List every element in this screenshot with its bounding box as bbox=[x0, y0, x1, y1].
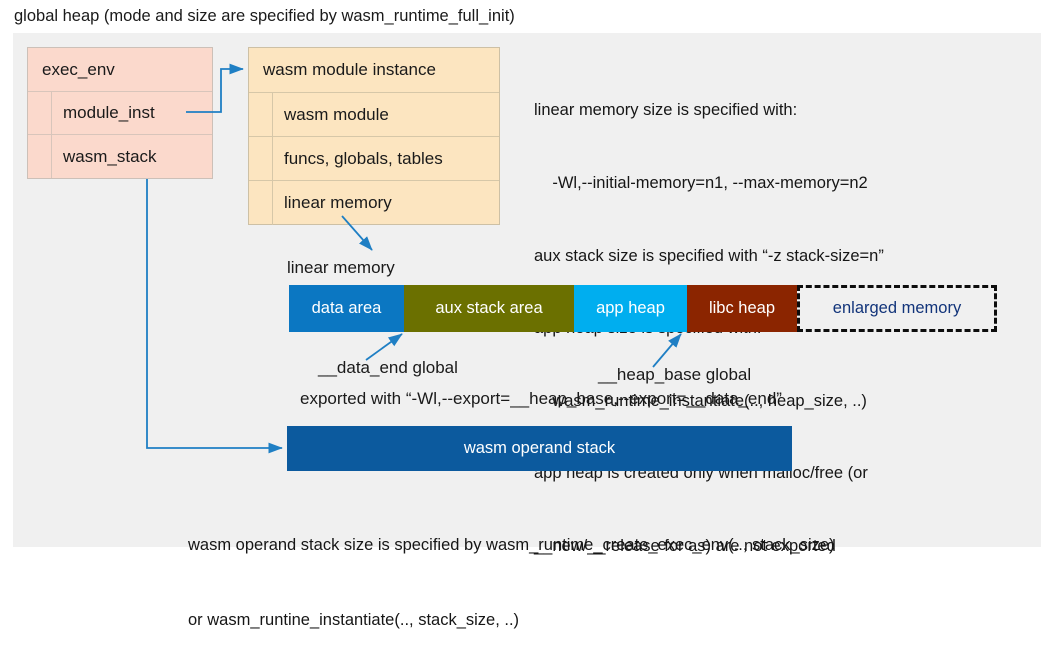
memory-note-line: wasm_runtime_instantiate(.., heap_size, … bbox=[534, 391, 867, 410]
module-instance-field-funcs-globals-tables: funcs, globals, tables bbox=[249, 137, 499, 181]
wasm-operand-stack-bar: wasm operand stack bbox=[287, 426, 792, 471]
memory-segment-enlarged-memory: enlarged memory bbox=[797, 285, 997, 332]
memory-segment-libc-heap: libc heap bbox=[687, 285, 797, 332]
memory-notes-block: linear memory size is specified with: -W… bbox=[534, 50, 884, 582]
memory-note-line: linear memory size is specified with: bbox=[534, 101, 798, 120]
indent-rail bbox=[249, 93, 273, 136]
linear-memory-caption: linear memory bbox=[287, 258, 395, 277]
memory-note-line: -Wl,--initial-memory=n1, --max-memory=n2 bbox=[534, 174, 868, 193]
indent-rail bbox=[28, 135, 52, 178]
linear-memory-bar: data area aux stack area app heap libc h… bbox=[289, 285, 997, 332]
exec-env-header: exec_env bbox=[28, 48, 212, 92]
memory-segment-app-heap: app heap bbox=[574, 285, 687, 332]
annotation-exported-with: exported with “-Wl,--export=__heap_base,… bbox=[300, 389, 782, 408]
exec-env-field-module-inst-label: module_inst bbox=[63, 103, 155, 122]
indent-rail bbox=[28, 92, 52, 134]
page-title: global heap (mode and size are specified… bbox=[14, 7, 515, 25]
memory-note-line: aux stack size is specified with “-z sta… bbox=[534, 246, 884, 265]
operand-stack-notes-block: wasm operand stack size is specified by … bbox=[188, 483, 835, 658]
module-instance-field-wasm-module-label: wasm module bbox=[284, 104, 389, 124]
module-instance-header: wasm module instance bbox=[249, 48, 499, 93]
memory-segment-aux-stack-area: aux stack area bbox=[404, 285, 574, 332]
module-instance-field-wasm-module: wasm module bbox=[249, 93, 499, 137]
exec-env-field-wasm-stack: wasm_stack bbox=[28, 135, 212, 178]
module-instance-field-linear-memory-label: linear memory bbox=[284, 193, 392, 212]
operand-stack-note-line: or wasm_runtine_instantiate(.., stack_si… bbox=[188, 611, 520, 629]
module-instance-field-funcs-globals-tables-label: funcs, globals, tables bbox=[284, 148, 443, 168]
annotation-heap-base: __heap_base global bbox=[598, 365, 752, 384]
operand-stack-note-line: wasm operand stack size is specified by … bbox=[188, 536, 835, 554]
indent-rail bbox=[249, 137, 273, 180]
module-instance-field-linear-memory: linear memory bbox=[249, 181, 499, 225]
memory-segment-data-area: data area bbox=[289, 285, 404, 332]
annotation-data-end: __data_end global bbox=[318, 358, 458, 377]
exec-env-field-module-inst: module_inst bbox=[28, 92, 212, 135]
exec-env-box: exec_env module_inst wasm_stack bbox=[27, 47, 213, 179]
wasm-module-instance-box: wasm module instance wasm module funcs, … bbox=[248, 47, 500, 225]
exec-env-field-wasm-stack-label: wasm_stack bbox=[63, 146, 157, 166]
indent-rail bbox=[249, 181, 273, 225]
